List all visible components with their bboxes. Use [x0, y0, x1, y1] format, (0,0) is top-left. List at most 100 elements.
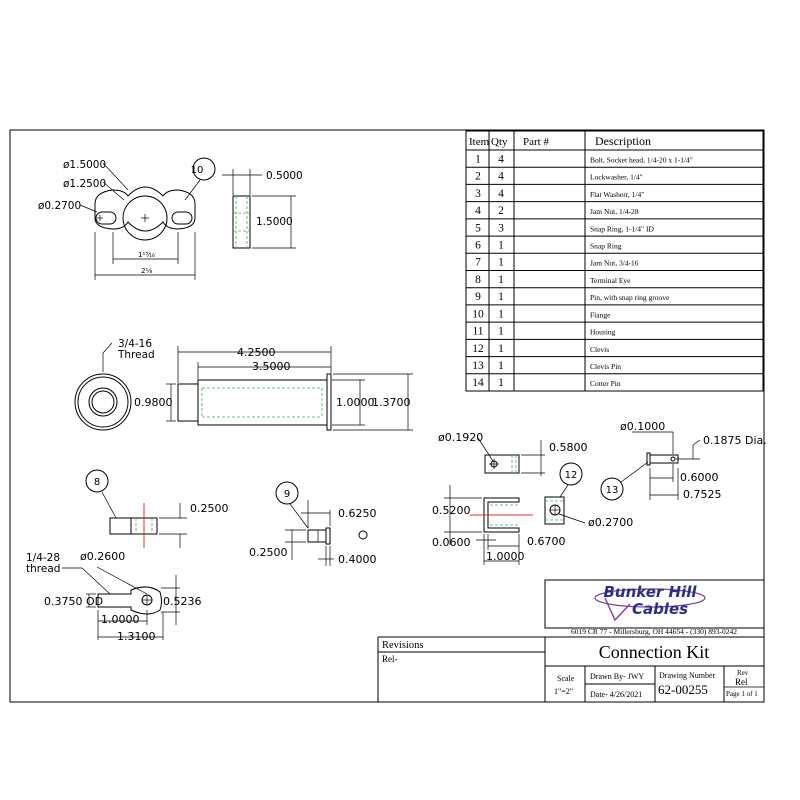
bom-header-item: Item	[469, 136, 490, 148]
pin-shank-diameter: 0.2500	[249, 546, 288, 559]
terminal-eye-thickness: 0.2500	[190, 502, 229, 515]
flange-thickness: 0.5000	[266, 170, 303, 182]
balloon-13-label: 13	[606, 485, 619, 496]
flange-drawing: ø1.5000 ø1.2500 ø0.2700 1¹³⁄₁₆ 2⅛ 10 0.5…	[38, 157, 303, 280]
rev-value: Rel	[735, 677, 748, 687]
balloon-10-label: 10	[191, 165, 204, 176]
bom-item: 11	[472, 326, 483, 338]
bom-description: Lockwasher, 1/4"	[590, 173, 643, 182]
rel-label: Rel-	[382, 654, 398, 664]
svg-text:Cables: Cables	[632, 600, 688, 618]
bom-description: Snap Ring, 1-1/4" ID	[590, 224, 654, 233]
bom-item: 6	[475, 239, 481, 251]
bom-row: 3 4 Flat Washerr, 1/4"	[475, 188, 644, 200]
bom-description: Pin, with snap ring groove	[590, 293, 670, 302]
bom-qty: 1	[498, 274, 504, 286]
bom-header-description: Description	[595, 134, 651, 148]
flange-diameter-outer: ø1.5000	[63, 159, 106, 171]
bom-item: 13	[472, 360, 484, 372]
sheet-border	[9, 129, 765, 703]
bom-qty: 3	[498, 222, 504, 234]
revisions-label: Revisions	[382, 640, 423, 651]
clevis-pin-hole: 0.1875 Dia.	[703, 434, 767, 447]
bom-row: 1 4 Bolt, Socket head, 1/4-20 x 1-1/4"	[475, 153, 693, 165]
terminal-eye-length-2: 1.3100	[117, 630, 156, 643]
bom-description: Jam Nut, 1/4-28	[590, 207, 639, 216]
balloon-9	[275, 481, 299, 505]
bom-item: 1	[475, 153, 481, 165]
bom-qty: 1	[498, 257, 504, 269]
pin-head-diameter: 0.6250	[338, 507, 377, 520]
clevis-drawing: ø0.1920 0.5800 0.5200 0.0600 0.6700 1.00…	[432, 431, 633, 565]
clevis-top-hole-diameter: ø0.1920	[438, 431, 483, 444]
logo-box	[544, 579, 765, 629]
clevis-pin-diameter: ø0.1000	[620, 420, 665, 433]
bom-description: Terminal Eye	[590, 276, 631, 285]
clevis-pin-length-2: 0.7525	[683, 488, 722, 501]
drawing-title: Connection Kit	[599, 642, 710, 662]
bom-item: 4	[475, 205, 481, 217]
bom-qty: 1	[498, 360, 504, 372]
housing-flange-diameter: 1.3700	[372, 396, 411, 409]
flange-hole-spacing: 1¹³⁄₁₆	[138, 251, 155, 259]
clevis-length-2: 1.0000	[486, 550, 525, 563]
bom-item: 8	[475, 274, 481, 286]
bom-item: 10	[472, 308, 484, 320]
bom-description: Flange	[590, 310, 611, 319]
clevis-slot: 0.0600	[432, 536, 471, 549]
balloon-8-label: 8	[94, 477, 100, 488]
housing-total-length: 4.2500	[237, 346, 276, 359]
bom-description: Clevis	[590, 345, 609, 354]
flange-overall-width: 2⅛	[141, 267, 152, 275]
balloon-8	[85, 469, 109, 493]
terminal-eye-length-1: 1.0000	[101, 613, 140, 626]
bom-qty: 4	[498, 188, 504, 200]
bom-description: Jam Nut, 3/4-16	[590, 259, 639, 268]
bom-qty: 1	[498, 308, 504, 320]
bom-item: 2	[475, 171, 481, 183]
terminal-eye-hole-diameter: ø0.2600	[80, 550, 125, 563]
bom-row: 8 1 Terminal Eye	[475, 274, 631, 286]
title-block: Bunker Hill Cables 6019 CR 77 - Millersb…	[377, 579, 765, 702]
bom-item: 3	[475, 188, 481, 200]
bom-item: 14	[472, 377, 484, 389]
flange-hole-diameter: ø0.2700	[38, 200, 81, 212]
clevis-hole-diameter: ø0.2700	[588, 516, 633, 529]
balloon-12	[559, 462, 583, 486]
bom-qty: 1	[498, 291, 504, 303]
bom-description: Housing	[590, 328, 616, 337]
balloon-12-label: 12	[565, 470, 578, 481]
scale-value: 1"=2"	[554, 687, 573, 696]
bom-description: Flat Washerr, 1/4"	[590, 190, 644, 199]
bom-qty: 2	[498, 205, 504, 217]
clevis-length-1: 0.6700	[527, 535, 566, 548]
bom-qty: 4	[498, 153, 504, 165]
bom-header-qty: Qty	[491, 136, 508, 148]
drawing-number: 62-00255	[658, 682, 708, 697]
bom-qty: 1	[498, 377, 504, 389]
scale-label: Scale	[557, 674, 575, 683]
bom-item: 5	[475, 222, 481, 234]
bom-qty: 1	[498, 239, 504, 251]
housing-body-length: 3.5000	[252, 360, 291, 373]
terminal-eye-side-drawing: 8 0.2500	[85, 469, 229, 548]
drawn-by: Drawn By- JWY	[590, 672, 644, 681]
bom-header-part: Part #	[523, 136, 549, 148]
bom-item: 12	[472, 343, 484, 355]
company-address: 6019 CR 77 - Millersburg, OH 44654 - (33…	[571, 627, 737, 636]
terminal-eye-width: 0.5236	[163, 595, 202, 608]
bom-description: Bolt, Socket head, 1/4-20 x 1-1/4"	[590, 155, 693, 164]
housing-small-diameter: 0.9800	[134, 396, 173, 409]
